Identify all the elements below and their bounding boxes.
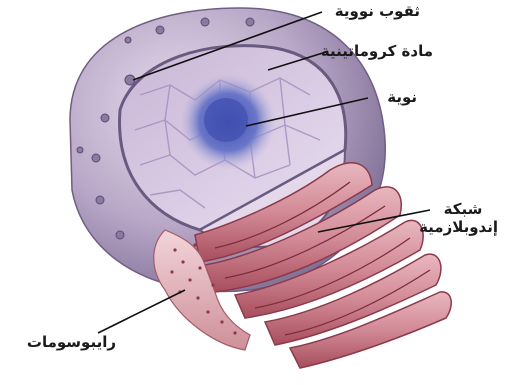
label-er-line2: إندوبلازمية [428, 218, 498, 236]
label-chromatin: مادة كروماتينية [325, 42, 433, 60]
label-er-line1: شبكة [428, 200, 498, 218]
label-ribosomes: رايبوسومات [6, 333, 116, 351]
label-nuclear-pores: ثقوب نووية [320, 2, 420, 20]
label-endoplasmic-reticulum: شبكة إندوبلازمية [428, 200, 498, 236]
label-nucleolus: نوية [367, 88, 417, 106]
